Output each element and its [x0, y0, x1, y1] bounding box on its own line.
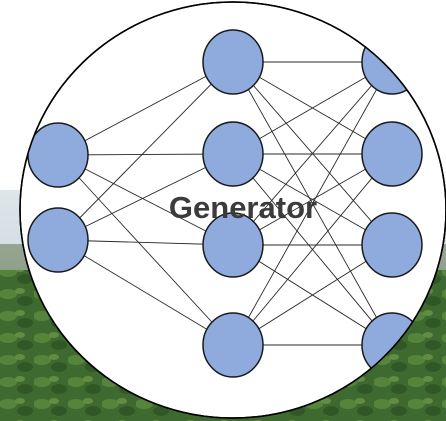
edge: [232, 153, 393, 346]
neuron-hidden-2-3: [361, 212, 423, 278]
edge: [57, 153, 234, 241]
neuron-hidden-1-2: [202, 121, 264, 187]
edge: [57, 154, 234, 346]
neuron-input-2: [27, 207, 89, 273]
generator-label: Generator: [169, 190, 317, 225]
neuron-input-1: [27, 122, 89, 188]
neuron-hidden-1-1: [202, 29, 264, 95]
neuron-hidden-1-4: [202, 312, 264, 378]
circle-border: [19, 1, 446, 419]
neuron-hidden-1-3: [202, 212, 264, 278]
edge: [57, 61, 234, 241]
edge: [57, 61, 234, 156]
nodes-group: [27, 29, 423, 378]
edge: [232, 61, 393, 246]
edge: [57, 239, 234, 346]
edge: [57, 154, 234, 246]
network-graph: [27, 29, 423, 378]
neuron-hidden-2-2: [361, 121, 423, 187]
edge: [232, 61, 393, 346]
